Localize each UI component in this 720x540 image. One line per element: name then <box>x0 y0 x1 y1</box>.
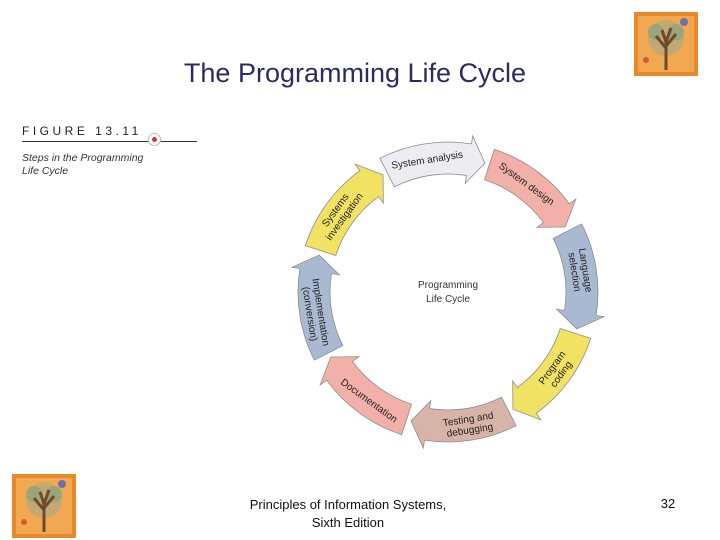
figure-description: Steps in the Programming Life Cycle <box>22 152 144 177</box>
footer-line-1: Principles of Information Systems, <box>249 497 447 512</box>
tree-logo-icon <box>634 12 698 76</box>
step-arrow-language-selection <box>552 223 606 330</box>
step-arrow-systems-investigation <box>304 163 384 257</box>
step-arrow-system-design <box>483 148 577 228</box>
tree-logo-icon <box>12 474 76 538</box>
step-arrow-testing-and-debugging <box>410 396 517 450</box>
red-dot-icon <box>148 133 161 146</box>
center-label-line-2: Life Cycle <box>426 294 470 305</box>
figure-rule <box>22 141 197 142</box>
footer: Principles of Information Systems, Sixth… <box>230 496 466 532</box>
footer-line-2: Sixth Edition <box>311 515 385 530</box>
center-label-line-1: Programming <box>418 280 478 291</box>
step-arrow-implementation-conversion <box>290 254 344 361</box>
figure-caption: FIGURE 13.11 Steps in the Programming Li… <box>22 124 197 178</box>
figure-label: FIGURE 13.11 <box>22 124 142 138</box>
step-arrow-program-coding <box>512 327 592 421</box>
life-cycle-diagram: Programming Life Cycle Systemsinvestigat… <box>290 134 606 450</box>
step-arrow-system-analysis <box>379 134 486 188</box>
slide-title: The Programming Life Cycle <box>183 58 527 88</box>
step-arrow-documentation <box>319 356 413 436</box>
page-number: 32 <box>660 496 676 511</box>
